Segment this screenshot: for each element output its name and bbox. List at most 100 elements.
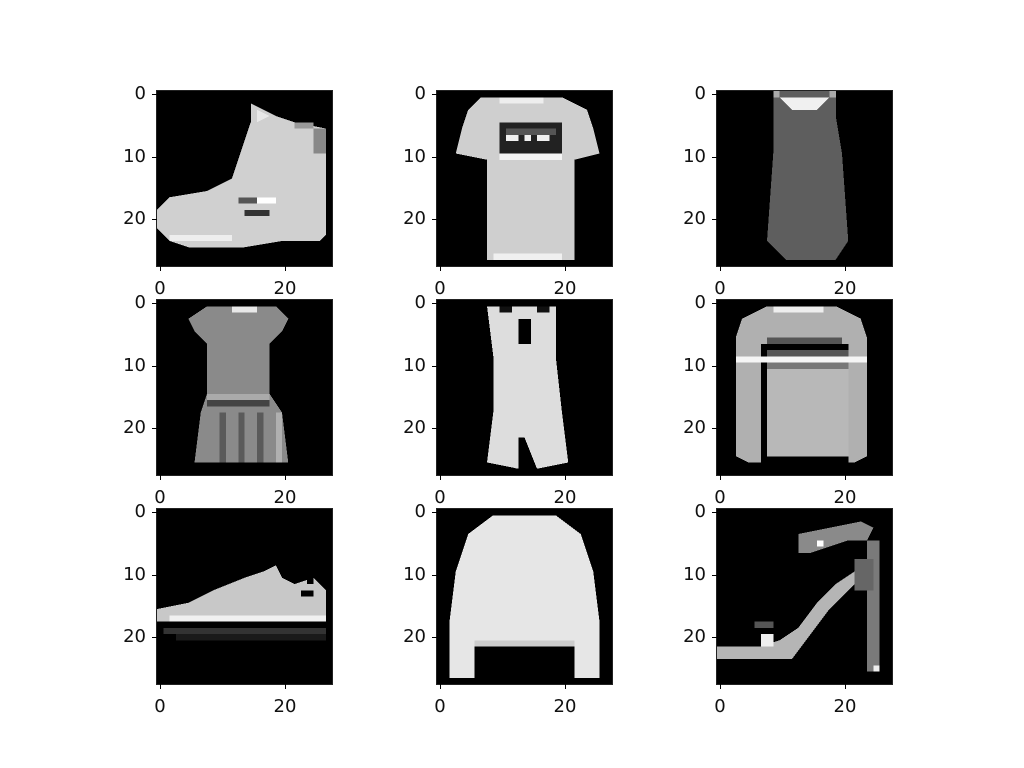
pullover-striped-image	[735, 306, 867, 469]
xtick-mark	[440, 475, 441, 480]
ytick-mark	[432, 512, 437, 513]
ytick-label: 20	[403, 626, 426, 647]
ytick-label: 10	[123, 355, 146, 376]
romper-image	[487, 306, 569, 469]
ytick-label: 20	[403, 208, 426, 229]
ytick-label: 0	[414, 292, 426, 313]
xtick-mark	[720, 475, 721, 480]
ytick-label: 10	[403, 146, 426, 167]
ytick-mark	[152, 303, 157, 304]
ytick-mark	[152, 94, 157, 95]
xtick-mark	[285, 684, 286, 689]
xtick-mark	[160, 684, 161, 689]
subplot-dress	[156, 299, 333, 476]
xtick-label: 0	[154, 487, 166, 508]
subplot-tank	[716, 90, 893, 267]
subplot-sneaker	[156, 508, 333, 685]
ytick-label: 20	[683, 626, 706, 647]
ytick-label: 0	[134, 292, 146, 313]
tshirt-image	[455, 97, 600, 260]
ytick-mark	[432, 157, 437, 158]
xtick-mark	[285, 266, 286, 271]
xtick-label: 0	[154, 696, 166, 717]
ytick-label: 0	[134, 501, 146, 522]
subplot-sandal	[716, 508, 893, 685]
ytick-mark	[152, 219, 157, 220]
xtick-mark	[440, 266, 441, 271]
subplot-ankle-boot	[156, 90, 333, 267]
ytick-label: 10	[123, 564, 146, 585]
xtick-mark	[720, 266, 721, 271]
dress-image	[188, 306, 289, 463]
ytick-mark	[712, 303, 717, 304]
subplot-pullover-striped	[716, 299, 893, 476]
xtick-mark	[845, 475, 846, 480]
ytick-mark	[712, 637, 717, 638]
ytick-mark	[712, 157, 717, 158]
ytick-label: 20	[683, 208, 706, 229]
ytick-mark	[432, 575, 437, 576]
ytick-mark	[432, 219, 437, 220]
pullover-white-image	[449, 515, 600, 684]
xtick-mark	[160, 266, 161, 271]
xtick-label: 0	[434, 696, 446, 717]
xtick-mark	[565, 684, 566, 689]
subplot-romper	[436, 299, 613, 476]
ytick-label: 0	[134, 83, 146, 104]
ytick-mark	[432, 637, 437, 638]
ytick-mark	[712, 219, 717, 220]
xtick-mark	[565, 475, 566, 480]
ytick-mark	[712, 366, 717, 367]
subplot-tshirt	[436, 90, 613, 267]
ytick-label: 0	[414, 501, 426, 522]
xtick-mark	[845, 266, 846, 271]
ytick-label: 20	[123, 208, 146, 229]
ytick-label: 0	[694, 501, 706, 522]
xtick-label: 0	[714, 278, 726, 299]
ytick-mark	[712, 512, 717, 513]
xtick-label: 20	[553, 696, 577, 717]
ytick-mark	[152, 637, 157, 638]
ytick-mark	[152, 366, 157, 367]
xtick-mark	[845, 684, 846, 689]
xtick-label: 20	[833, 278, 857, 299]
xtick-mark	[440, 684, 441, 689]
xtick-label: 20	[553, 487, 577, 508]
xtick-label: 0	[434, 487, 446, 508]
ytick-label: 0	[694, 83, 706, 104]
ytick-label: 20	[123, 417, 146, 438]
xtick-label: 20	[273, 278, 297, 299]
xtick-mark	[720, 684, 721, 689]
xtick-mark	[285, 475, 286, 480]
ytick-mark	[152, 512, 157, 513]
xtick-label: 0	[154, 278, 166, 299]
ytick-label: 20	[123, 626, 146, 647]
ytick-mark	[432, 303, 437, 304]
ytick-label: 20	[683, 417, 706, 438]
ytick-mark	[152, 575, 157, 576]
xtick-label: 0	[434, 278, 446, 299]
sandal-image	[717, 521, 880, 672]
ytick-label: 10	[683, 355, 706, 376]
xtick-label: 20	[273, 487, 297, 508]
xtick-label: 0	[714, 487, 726, 508]
ytick-label: 10	[683, 564, 706, 585]
ytick-mark	[152, 428, 157, 429]
ytick-label: 10	[123, 146, 146, 167]
ytick-label: 10	[683, 146, 706, 167]
xtick-label: 20	[833, 487, 857, 508]
ytick-label: 10	[403, 355, 426, 376]
sneaker-image	[157, 565, 326, 641]
xtick-label: 20	[273, 696, 297, 717]
ytick-mark	[712, 575, 717, 576]
xtick-mark	[565, 266, 566, 271]
ankle-boot-image	[157, 103, 326, 248]
xtick-label: 20	[833, 696, 857, 717]
ytick-mark	[432, 366, 437, 367]
ytick-mark	[712, 428, 717, 429]
ytick-label: 0	[414, 83, 426, 104]
ytick-mark	[152, 157, 157, 158]
ytick-label: 10	[403, 564, 426, 585]
subplot-pullover-white	[436, 508, 613, 685]
